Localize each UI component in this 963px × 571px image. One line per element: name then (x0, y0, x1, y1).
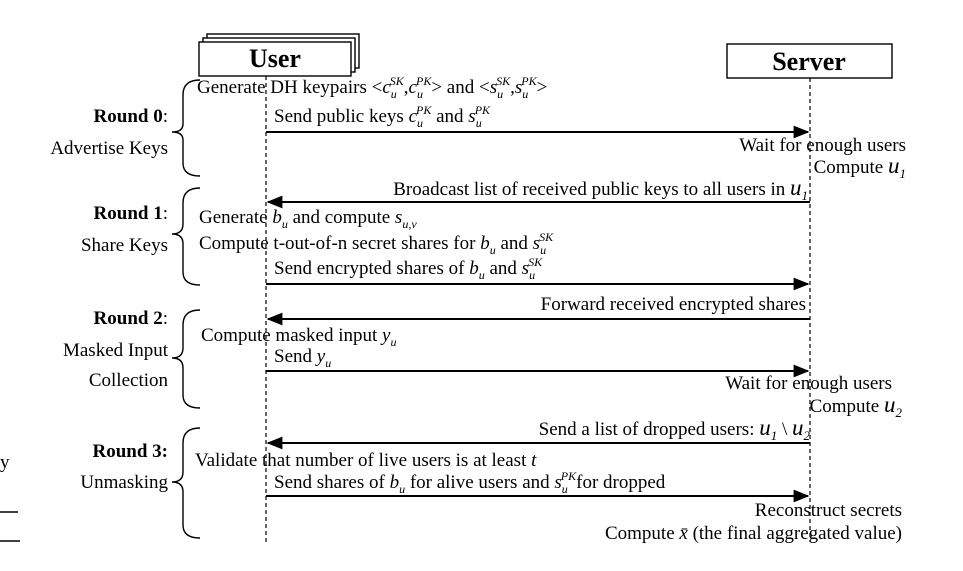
round-2-group: Round 2: Masked Input Collection (63, 308, 201, 409)
round-3-group: Round 3: Unmasking (80, 427, 201, 539)
server-actor: Server (726, 43, 893, 79)
margin-fragment-y: y (0, 452, 10, 473)
step-validate-live-users: Validate that number of live users is at… (195, 450, 537, 471)
round-3-title: Round 3: (93, 441, 169, 462)
step-send-shares-alive-dropped: Send shares of bu for alive users and su… (274, 469, 666, 496)
round-2-subtitle-line-2: Collection (89, 370, 169, 391)
round-3-subtitle: Unmasking (80, 472, 168, 493)
server-label: Server (772, 47, 846, 76)
step-broadcast-public-keys: Broadcast list of received public keys t… (393, 175, 808, 203)
step-send-public-keys: Send public keys cuPK and suPK (274, 103, 491, 130)
server-box (726, 43, 893, 79)
round-1-title: Round 1: (94, 203, 168, 224)
user-label: User (249, 44, 301, 73)
step-wait-enough-users-1: Wait for enough users (739, 135, 906, 156)
step-compute-secret-shares: Compute t-out-of-n secret shares for bu … (199, 230, 554, 257)
step-dropped-users-list: Send a list of dropped users: u1 \ u2 (539, 415, 811, 443)
round-2-title: Round 2: (94, 308, 168, 329)
round-1-brace (171, 187, 201, 286)
step-send-encrypted-shares: Send encrypted shares of bu and suSK (274, 255, 543, 282)
step-compute-u1: Compute u1 (814, 153, 906, 181)
step-forward-encrypted-shares: Forward received encrypted shares (541, 294, 806, 315)
round-2-subtitle-line-1: Masked Input (63, 340, 169, 361)
step-compute-u2: Compute u2 (810, 392, 903, 420)
round-0-subtitle: Advertise Keys (50, 138, 168, 159)
step-generate-dh-keypairs: Generate DH keypairs <cuSK,cuPK> and <su… (197, 74, 547, 101)
step-compute-masked-input: Compute masked input yu (201, 325, 396, 349)
step-send-yu: Send yu (274, 346, 331, 370)
round-0-group: Round 0: Advertise Keys (50, 79, 201, 177)
round-0-title: Round 0: (94, 106, 168, 127)
step-wait-enough-users-2: Wait for enough users (725, 373, 892, 394)
step-compute-final-value: Compute x̄ (the final aggregated value) (605, 523, 902, 544)
round-2-brace (171, 309, 201, 409)
user-box (198, 41, 352, 77)
step-generate-bu: Generate bu and compute su,v (199, 207, 417, 231)
round-1-subtitle: Share Keys (81, 235, 168, 256)
user-actor: User (198, 33, 360, 77)
round-0-brace (171, 79, 201, 177)
round-1-group: Round 1: Share Keys (81, 187, 201, 286)
step-reconstruct-secrets: Reconstruct secrets (755, 500, 902, 521)
round-3-brace (171, 427, 201, 539)
